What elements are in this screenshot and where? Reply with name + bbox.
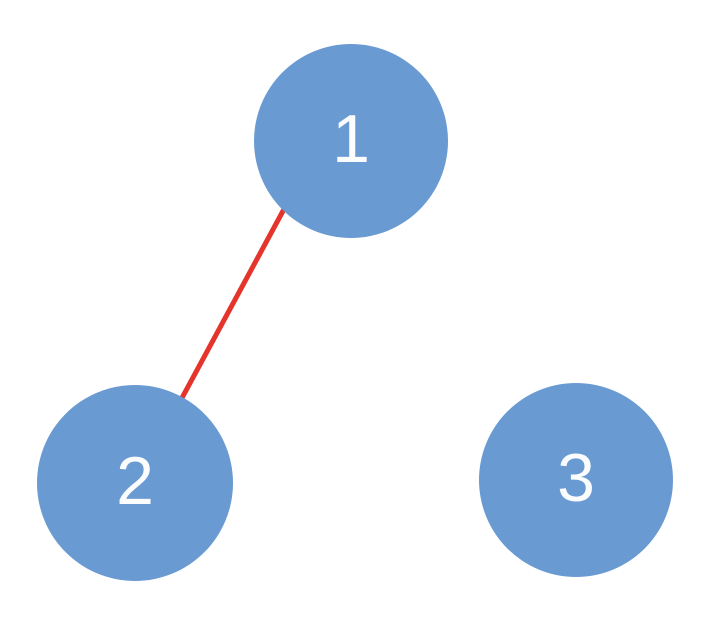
edge-node1-node2[interactable] (173, 196, 293, 411)
node-1[interactable]: 1 (254, 44, 448, 238)
node-2[interactable]: 2 (37, 385, 233, 581)
node-3-label: 3 (557, 440, 595, 516)
node-1-label: 1 (332, 101, 370, 177)
node-2-label: 2 (116, 443, 154, 519)
node-3[interactable]: 3 (479, 383, 673, 577)
